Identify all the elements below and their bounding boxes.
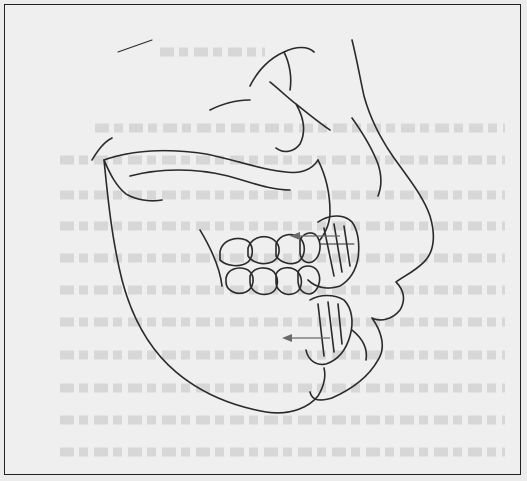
orbit-upper xyxy=(270,82,330,130)
orbit-rim xyxy=(284,52,291,90)
lower-lip xyxy=(352,330,366,360)
skull-vault xyxy=(250,48,314,87)
temporal-line xyxy=(210,100,250,110)
lower-molars xyxy=(226,266,320,294)
stray-mark xyxy=(118,40,152,52)
upper-front-teeth xyxy=(308,216,359,288)
orbit-inner xyxy=(276,104,303,151)
upper-molars xyxy=(220,233,320,266)
ramus xyxy=(104,160,162,201)
zygomatic-arch xyxy=(104,151,318,173)
upper-arrow xyxy=(290,232,340,240)
cranial-base xyxy=(92,138,112,160)
mandible-inner xyxy=(200,230,222,286)
zygomatic-lower xyxy=(130,170,290,190)
